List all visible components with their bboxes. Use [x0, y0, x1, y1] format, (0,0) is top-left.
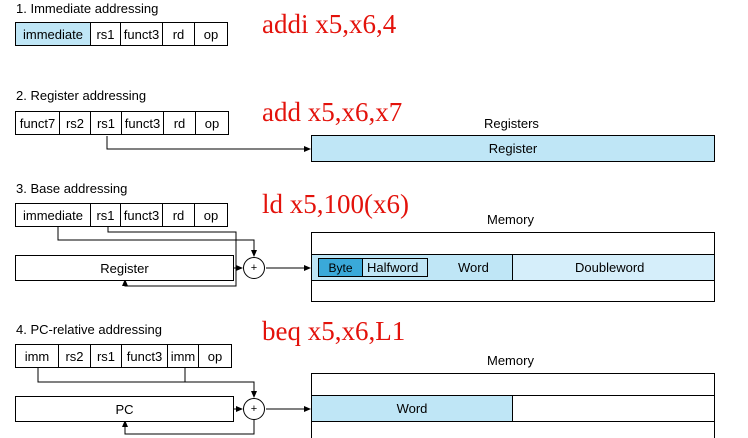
section-4-title: 4. PC-relative addressing: [16, 322, 162, 337]
field-funct3: funct3: [121, 344, 168, 368]
pc-box: PC: [15, 396, 234, 422]
section-4-code: beq x5,x6,L1: [262, 316, 406, 346]
section-3-instruction-format: immediate rs1 funct3 rd op: [15, 203, 228, 227]
field-rd: rd: [162, 203, 195, 227]
field-rs2: rs2: [58, 344, 91, 368]
base-register-box: Register: [15, 255, 234, 281]
wire-immediate-to-adder: [57, 226, 257, 257]
field-op: op: [195, 111, 229, 135]
section-2-code: add x5,x6,x7: [262, 97, 403, 127]
wire-rs1-to-register-3: [107, 226, 237, 287]
section-1-instruction-format: immediate rs1 funct3 rd op: [15, 22, 228, 46]
field-funct3: funct3: [120, 203, 163, 227]
field-op: op: [194, 203, 228, 227]
word-label: Word: [458, 260, 489, 275]
memory-word-box-4: Word: [311, 395, 513, 422]
field-rs1: rs1: [90, 344, 122, 368]
registers-label: Registers: [484, 116, 539, 131]
field-immediate: immediate: [15, 203, 91, 227]
field-imm-2: imm: [167, 344, 199, 368]
field-rs1: rs1: [90, 203, 121, 227]
field-rd: rd: [163, 111, 196, 135]
halfword-label: Halfword: [367, 260, 419, 275]
field-funct3: funct3: [121, 111, 164, 135]
adder-3: +: [243, 257, 265, 279]
section-4-instruction-format: imm rs2 rs1 funct3 imm op: [15, 344, 232, 368]
field-rs1: rs1: [90, 22, 121, 46]
wire-imm-to-adder: [37, 367, 257, 398]
wire-rs1-to-register: [106, 136, 311, 152]
section-1-title: 1. Immediate addressing: [16, 1, 159, 16]
byte-box: Byte: [318, 258, 363, 277]
field-funct3: funct3: [120, 22, 163, 46]
field-funct7: funct7: [15, 111, 60, 135]
field-immediate: immediate: [15, 22, 91, 46]
doubleword-label: Doubleword: [575, 260, 645, 275]
field-rs2: rs2: [59, 111, 91, 135]
memory-label-4: Memory: [487, 353, 534, 368]
register-box: Register: [311, 135, 715, 162]
section-2-instruction-format: funct7 rs2 rs1 funct3 rd op: [15, 111, 229, 135]
field-rd: rd: [162, 22, 195, 46]
section-3-code: ld x5,100(x6): [262, 189, 409, 219]
section-3-title: 3. Base addressing: [16, 181, 128, 196]
wire-adder-to-pc: [122, 420, 255, 435]
section-1-code: addi x5,x6,4: [262, 9, 397, 39]
field-op: op: [198, 344, 232, 368]
memory-label-3: Memory: [487, 212, 534, 227]
section-2-title: 2. Register addressing: [16, 88, 147, 103]
field-imm: imm: [15, 344, 59, 368]
field-rs1: rs1: [90, 111, 122, 135]
adder-4: +: [243, 398, 265, 420]
field-op: op: [194, 22, 228, 46]
